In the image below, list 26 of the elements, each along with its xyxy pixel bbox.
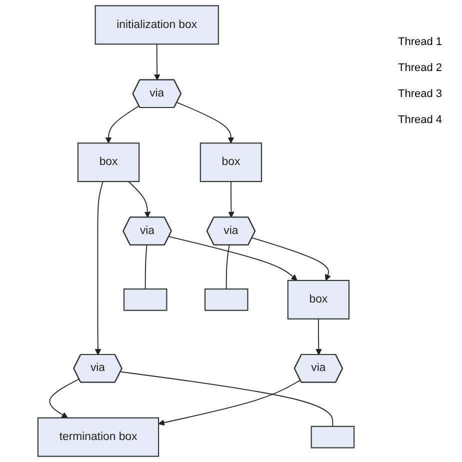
node-box bbox=[310, 426, 355, 448]
thread-label: Thread 2 bbox=[398, 62, 444, 74]
connector bbox=[226, 244, 230, 290]
arrow bbox=[128, 181, 151, 218]
thread-label: Thread 1 bbox=[398, 36, 444, 48]
arrow bbox=[154, 44, 160, 80]
thread-label: Thread 3 bbox=[398, 88, 444, 100]
node-box: termination box bbox=[37, 417, 160, 457]
thread-label: Thread 4 bbox=[398, 114, 444, 126]
arrow bbox=[49, 378, 80, 418]
arrow bbox=[176, 102, 234, 144]
connector bbox=[144, 244, 148, 290]
arrow bbox=[105, 105, 140, 144]
node-box: box bbox=[287, 280, 350, 320]
arrow bbox=[168, 236, 298, 281]
node-box: box bbox=[77, 142, 140, 182]
arrow bbox=[94, 181, 104, 356]
node-box: initialization box bbox=[94, 5, 219, 45]
node-box: box bbox=[200, 142, 262, 182]
arrow bbox=[252, 237, 331, 281]
arrow bbox=[158, 380, 301, 426]
node-box bbox=[204, 288, 248, 311]
arrow bbox=[228, 181, 234, 218]
connector bbox=[120, 371, 334, 427]
arrow bbox=[316, 318, 322, 356]
node-box bbox=[123, 288, 168, 311]
